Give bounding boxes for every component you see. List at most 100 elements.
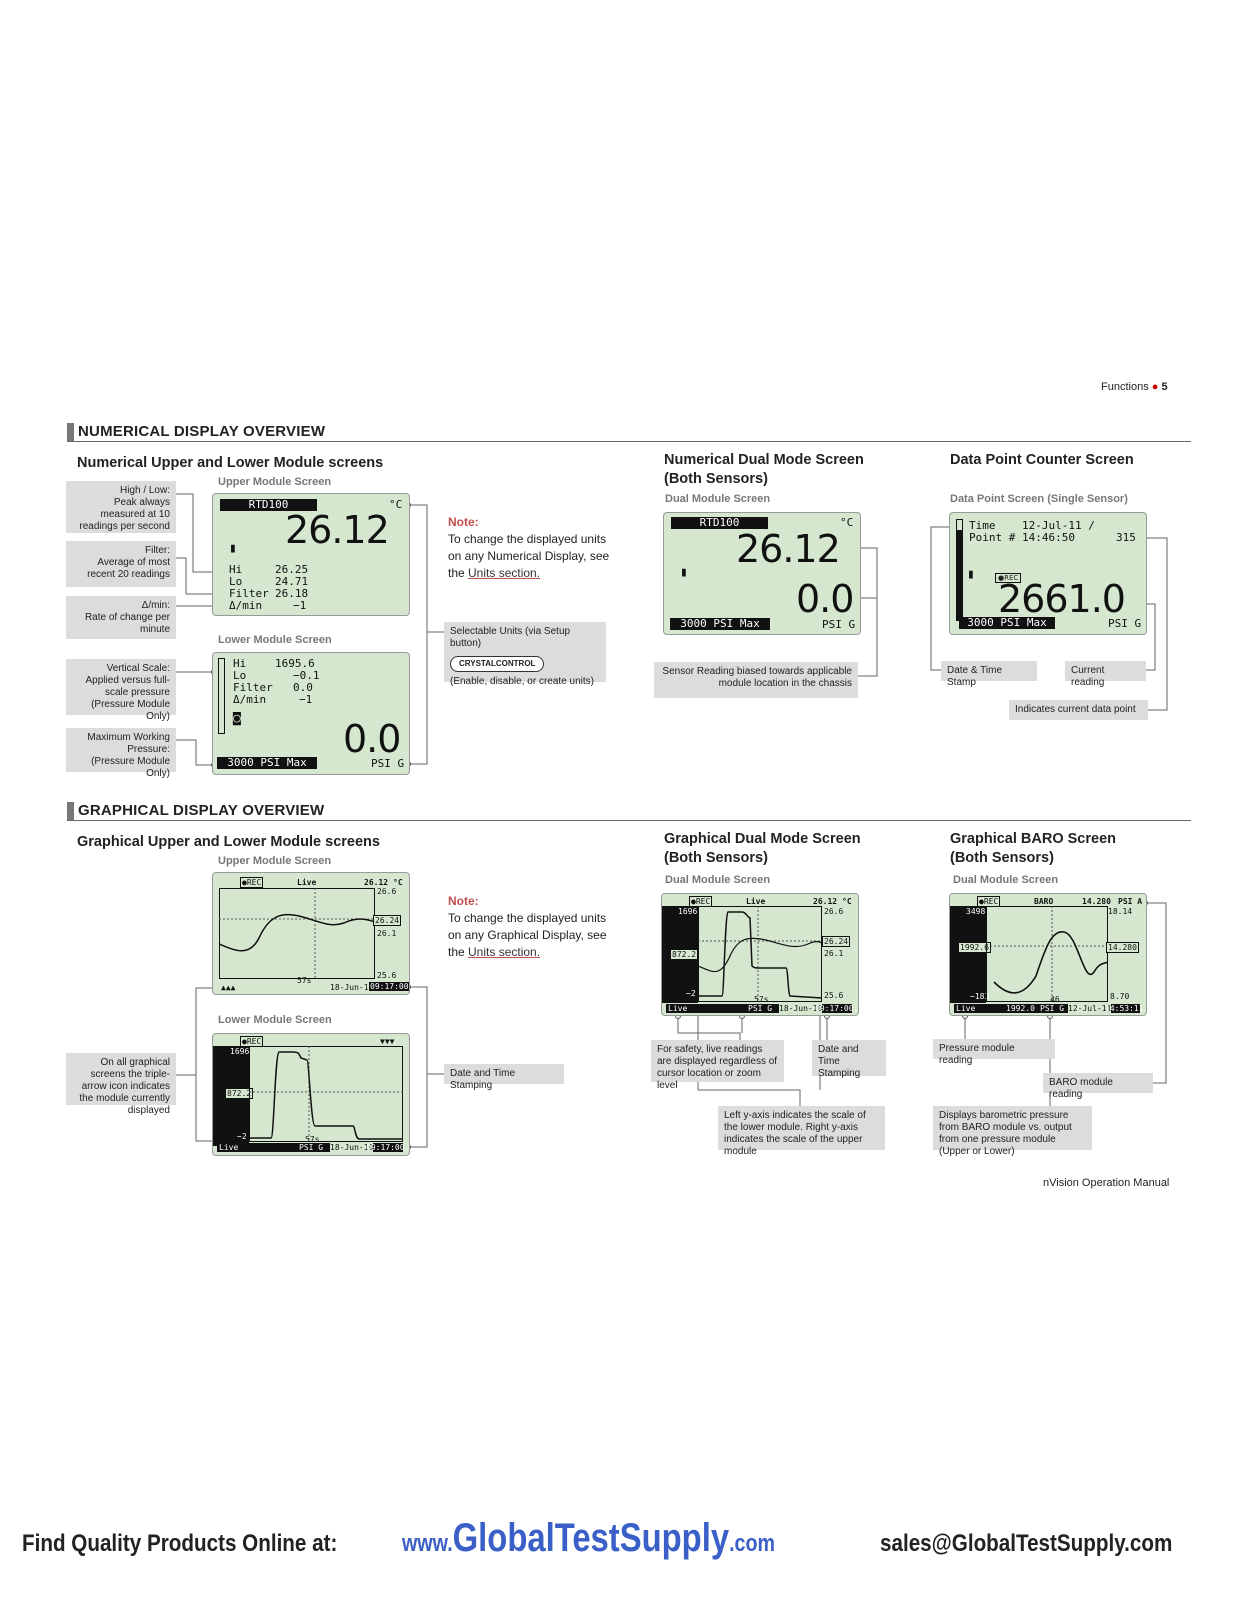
numerical-dual-title: Numerical Dual Mode Screen (Both Sensors… [664, 452, 864, 487]
left-cursor-value: 1992.6 [958, 942, 991, 953]
stat-filter-label: Filter [229, 587, 269, 600]
triple-arrow-icon: ▲▲▲ [221, 983, 236, 992]
datapoint-lcd: Time 12-Jul-11 / 14:46:50 Point # 315 ▮ … [949, 512, 1147, 635]
stat-lo-label: Lo [233, 669, 247, 682]
stat-delta-label: Δ/min [233, 693, 267, 706]
date-stamp: 18-Jun-10 [330, 983, 374, 992]
mode-label: BARO [1034, 897, 1054, 906]
left-axis-bottom: −2 [686, 989, 696, 998]
vertical-scale-bar [218, 658, 225, 734]
unit-label: PSI A [1118, 897, 1143, 906]
stat-hi-value: 1695.6 [275, 657, 315, 670]
mode-label: Live [746, 897, 766, 906]
cursor-value: 872.2 [225, 1088, 254, 1099]
date-stamp: 18-Jun-10 [330, 1143, 374, 1152]
url-prefix: www. [402, 1530, 453, 1557]
trend-plot [698, 906, 822, 1002]
lower-module-caption: Lower Module Screen [218, 1014, 332, 1026]
left-axis-bottom: −183 [970, 992, 990, 1001]
stat-filter-value: 26.18 [275, 587, 309, 600]
stat-delta-value: −1 [299, 693, 313, 706]
label-pressure-module-reading: Pressure module reading [933, 1039, 1055, 1066]
unit-label: PSI G [299, 1143, 324, 1152]
y-axis-bottom: 25.6 [377, 971, 397, 980]
section-divider [67, 441, 1191, 442]
label-vertical-scale: Vertical Scale: Applied versus full-scal… [66, 659, 176, 722]
numerical-note: Note: To change the displayed units on a… [448, 514, 618, 582]
battery-icon: ▮ [680, 565, 688, 580]
graphical-upper-lcd: ●REC Live 26.12 °C 26.6 26.24 26.1 25.6 … [212, 872, 410, 995]
manual-title: nVision Operation Manual [1043, 1177, 1170, 1189]
time-window: 57s [297, 976, 312, 985]
reading-value: 14.280 [1082, 897, 1111, 906]
page-number: 5 [1161, 381, 1168, 393]
cursor-value: 26.24 [373, 915, 402, 926]
dual-module-caption: Dual Module Screen [665, 874, 771, 886]
crystalcontrol-logo: CRYSTALCONTROL [450, 656, 545, 672]
graphical-baro-lcd: ●REC BARO 14.280 PSI A 3498 1992.6 −183 … [949, 893, 1147, 1016]
right-axis-top: 26.6 [824, 907, 844, 916]
label-triple-arrow: On all graphical screens the triple-arro… [66, 1053, 176, 1116]
datapoint-title: Data Point Counter Screen [950, 452, 1134, 468]
stat-delta-label: Δ/min [229, 599, 263, 612]
footer-email-link[interactable]: sales@GlobalTestSupply.com [880, 1530, 1173, 1557]
units-label-2: (Enable, disable, or create units) [450, 676, 594, 687]
graphical-dual-title: Graphical Dual Mode Screen (Both Sensors… [664, 831, 861, 866]
lower-module-caption: Lower Module Screen [218, 634, 332, 646]
reading-value: 26.12 [285, 508, 390, 552]
dual-module-caption: Dual Module Screen [665, 493, 771, 505]
trend-plot [986, 906, 1108, 1002]
label-live-readings: For safety, live readings are displayed … [651, 1040, 784, 1091]
stat-delta-value: −1 [293, 599, 307, 612]
date-stamp: 12-Jul-11 [1068, 1004, 1112, 1013]
sensor-name: RTD100 [220, 499, 317, 511]
lower-reading-value: 0.0 [796, 577, 854, 621]
note-text: To change the displayed units on any Num… [448, 532, 610, 580]
label-date-time-stamp: Date & Time Stamp [941, 661, 1037, 688]
time-label: Time [969, 519, 996, 532]
footer-website-link[interactable]: www.GlobalTestSupply.com [402, 1516, 775, 1561]
rec-indicator: ●REC [240, 877, 264, 888]
rec-indicator: ●REC [995, 573, 1022, 583]
unit-label: PSI G [1108, 617, 1142, 630]
graphical-note: Note: To change the displayed units on a… [448, 893, 618, 961]
unit-label: °C [840, 516, 854, 529]
label-y-axis-scale: Left y-axis indicates the scale of the l… [718, 1106, 885, 1157]
max-pressure-bar: 3000 PSI Max [670, 618, 770, 630]
label-filter: Filter: Average of most recent 20 readin… [66, 541, 176, 587]
point-value: 315 [1116, 531, 1136, 544]
numerical-upper-lower-title: Numerical Upper and Lower Module screens [77, 455, 384, 471]
reading-value: 26.12 [813, 897, 838, 906]
mode-label: Live [297, 878, 317, 887]
label-sensor-reading-bias: Sensor Reading biased towards applicable… [654, 662, 858, 698]
label-date-time-stamping: Date and Time Stamping [812, 1040, 886, 1079]
units-section-link[interactable]: Units section. [468, 566, 541, 580]
reading-value: 0.0 [343, 717, 401, 761]
y-axis-mid: 26.1 [377, 929, 397, 938]
label-high-low: High / Low: Peak always measured at 10 r… [66, 481, 176, 533]
trend-plot [249, 1046, 403, 1142]
right-cursor-value: 26.24 [822, 936, 851, 947]
left-axis-band [950, 906, 986, 1003]
vertical-scale-bar [956, 519, 963, 621]
stat-hi-value: 26.25 [275, 563, 309, 576]
right-axis-bottom: 25.6 [824, 991, 844, 1000]
header-section: Functions [1101, 381, 1149, 393]
numerical-dual-lcd: RTD100 °C 26.12 ▮ 0.0 3000 PSI Max PSI G [663, 512, 861, 635]
reading-value: 2661.0 [998, 577, 1126, 621]
graphical-upper-lower-title: Graphical Upper and Lower Module screens [77, 834, 380, 850]
url-main: GlobalTestSupply [452, 1516, 730, 1560]
upper-module-caption: Upper Module Screen [218, 476, 332, 488]
max-pressure-bar: 3000 PSI Max [217, 757, 317, 769]
label-current-reading: Current reading [1065, 661, 1146, 688]
max-pressure-bar: 3000 PSI Max [959, 617, 1055, 629]
stat-filter-value: 0.0 [293, 681, 313, 694]
time-value: 12-Jul-11 / 14:46:50 [1022, 519, 1095, 544]
right-cursor-value: 14.280 [1106, 942, 1139, 953]
units-label-1: Selectable Units (via Setup button) [450, 626, 571, 649]
label-date-time-stamping: Date and Time Stamping [444, 1064, 564, 1091]
battery-icon: ▮ [967, 567, 975, 582]
stat-filter-label: Filter [233, 681, 273, 694]
stat-hi-label: Hi [233, 657, 247, 670]
units-section-link[interactable]: Units section. [468, 945, 541, 959]
